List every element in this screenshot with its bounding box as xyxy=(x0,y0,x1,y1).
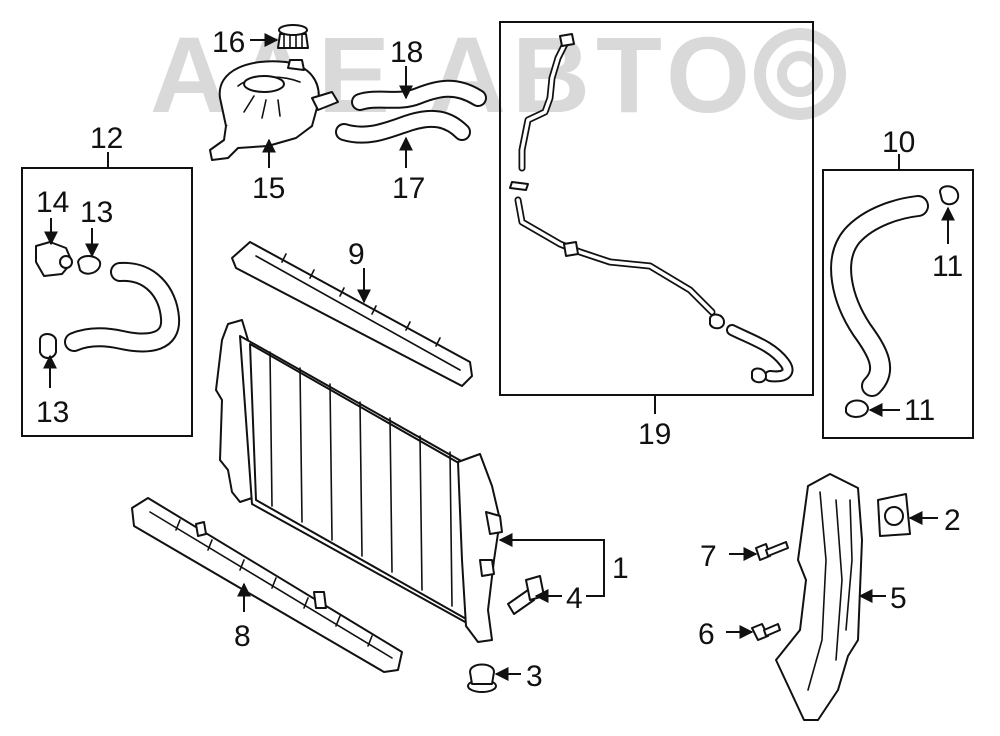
callout-6: 6 xyxy=(698,618,715,651)
callout-13-bottom: 13 xyxy=(36,396,69,429)
coolant-pipe-assembly-part-19 xyxy=(509,33,794,384)
callout-1: 1 xyxy=(612,552,629,585)
callout-13-top: 13 xyxy=(80,196,113,229)
side-air-guard-part-5 xyxy=(775,473,863,721)
pipe-kit-box-19 xyxy=(499,21,814,396)
callout-8: 8 xyxy=(234,620,251,653)
hose-kit-10-contents xyxy=(830,185,960,418)
hose-kit-12-contents xyxy=(35,241,181,359)
callout-11-top: 11 xyxy=(932,250,963,283)
callout-2: 2 xyxy=(944,504,961,537)
callout-10: 10 xyxy=(882,126,915,159)
callout-15: 15 xyxy=(252,172,285,205)
radiator-part-1 xyxy=(215,319,503,643)
bolt-part-7 xyxy=(755,541,789,561)
callout-18: 18 xyxy=(390,36,423,69)
reservoir-cap-part-16 xyxy=(277,24,309,49)
hose-part-18 xyxy=(351,79,487,111)
callout-17: 17 xyxy=(392,172,425,205)
lower-air-guard-part-8 xyxy=(131,497,403,673)
callout-12: 12 xyxy=(90,122,123,155)
expansion-reservoir-part-15 xyxy=(209,59,339,161)
callout-9: 9 xyxy=(348,238,365,271)
callout-7: 7 xyxy=(700,540,717,573)
grommet-part-3 xyxy=(467,663,497,693)
callout-19: 19 xyxy=(638,418,671,451)
callout-4: 4 xyxy=(566,582,583,615)
callout-11-bottom: 11 xyxy=(904,394,935,427)
hose-part-17 xyxy=(335,109,471,144)
callout-14: 14 xyxy=(36,186,69,219)
callout-labels: 16 15 17 18 9 12 14 13 13 19 10 11 11 1 … xyxy=(36,26,963,693)
mount-bushing-part-2 xyxy=(877,493,911,537)
callout-3: 3 xyxy=(526,660,543,693)
bolt-part-6 xyxy=(751,623,781,641)
leader-lines xyxy=(43,33,955,681)
callout-5: 5 xyxy=(890,582,907,615)
upper-air-guard-part-9 xyxy=(231,241,473,387)
callout-16: 16 xyxy=(212,26,245,59)
